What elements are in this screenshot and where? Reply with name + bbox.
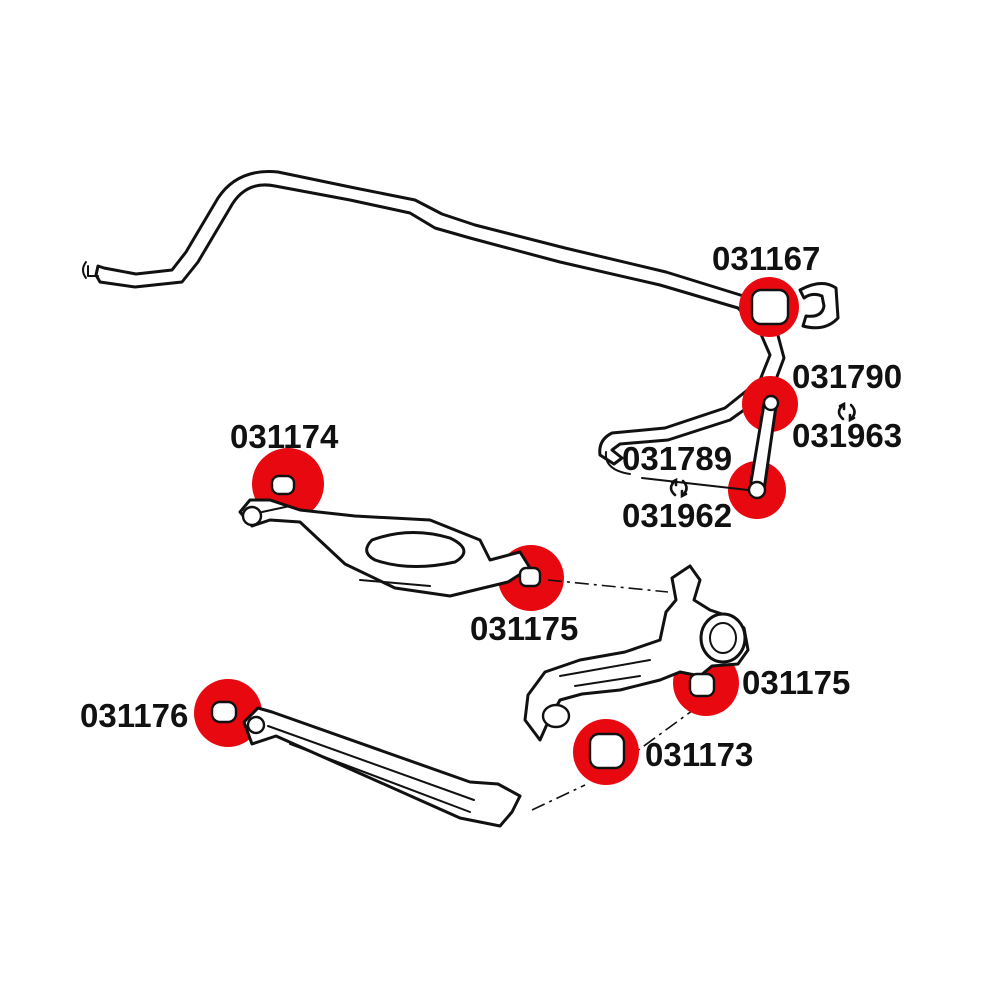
swap-arrows-icon-upper	[837, 401, 856, 423]
label-knuckle-lower: 031173	[645, 736, 753, 773]
swap-arrows-icon-lower	[669, 477, 688, 499]
label-link-lower-a: 031789	[622, 440, 732, 477]
stabilizer-bar	[82, 170, 786, 475]
knuckle	[523, 564, 750, 785]
trailing-arm	[194, 679, 522, 828]
connection-line-lower	[531, 704, 701, 811]
label-link-upper-a: 031790	[792, 358, 902, 395]
label-upper-arm-rear: 031175	[470, 610, 578, 647]
upper-control-arm	[238, 448, 564, 611]
label-knuckle-upper: 031175	[742, 664, 850, 701]
label-link-lower-b: 031962	[622, 497, 732, 534]
stabilizer-bushing	[739, 277, 840, 337]
connection-line-upper	[547, 579, 669, 593]
label-stabilizer-bushing: 031167	[712, 240, 820, 277]
label-upper-arm-front: 031174	[230, 418, 339, 455]
label-trailing-arm: 031176	[80, 697, 188, 734]
stabilizer-link	[641, 376, 798, 519]
label-link-upper-b: 031963	[792, 417, 902, 454]
